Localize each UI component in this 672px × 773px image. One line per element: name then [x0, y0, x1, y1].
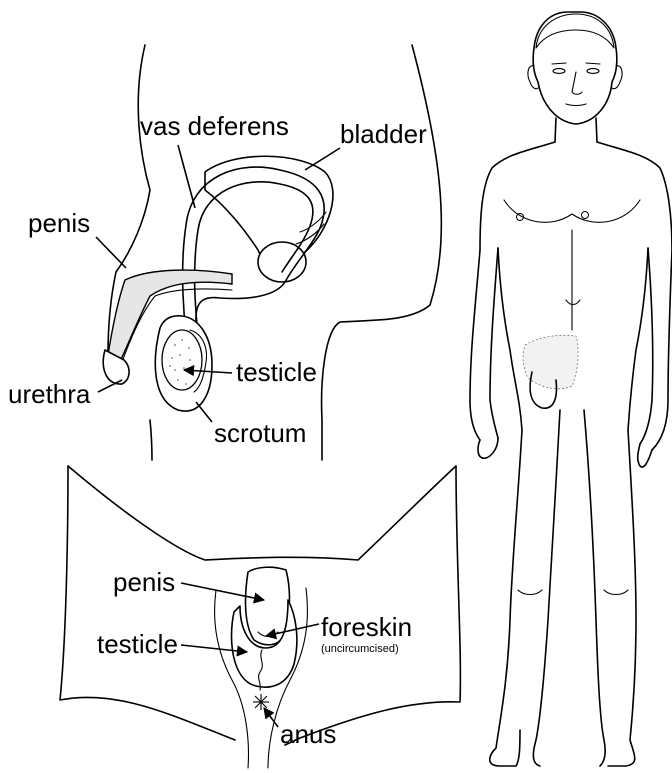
anus-pointer: [264, 708, 278, 727]
label-vas-deferens: vas deferens: [140, 111, 289, 141]
label-penis-front: penis: [113, 567, 175, 597]
label-testicle-side: testicle: [236, 357, 317, 387]
label-scrotum: scrotum: [214, 418, 306, 448]
side-view-illustration: [103, 45, 441, 460]
label-penis-side: penis: [28, 208, 90, 238]
standing-figure: [470, 12, 672, 766]
label-testicle-front: testicle: [97, 629, 178, 659]
penis-pointer: [96, 237, 126, 268]
vas-deferens-pointer: [178, 145, 195, 208]
label-foreskin-note: (uncircumcised): [321, 643, 399, 655]
bladder-pointer: [305, 148, 340, 170]
label-anus: anus: [280, 719, 336, 749]
label-bladder: bladder: [340, 119, 427, 149]
label-urethra: urethra: [8, 379, 91, 409]
scrotum-pointer: [196, 402, 212, 422]
urethra-pointer: [98, 380, 122, 392]
label-foreskin: foreskin: [321, 612, 412, 642]
